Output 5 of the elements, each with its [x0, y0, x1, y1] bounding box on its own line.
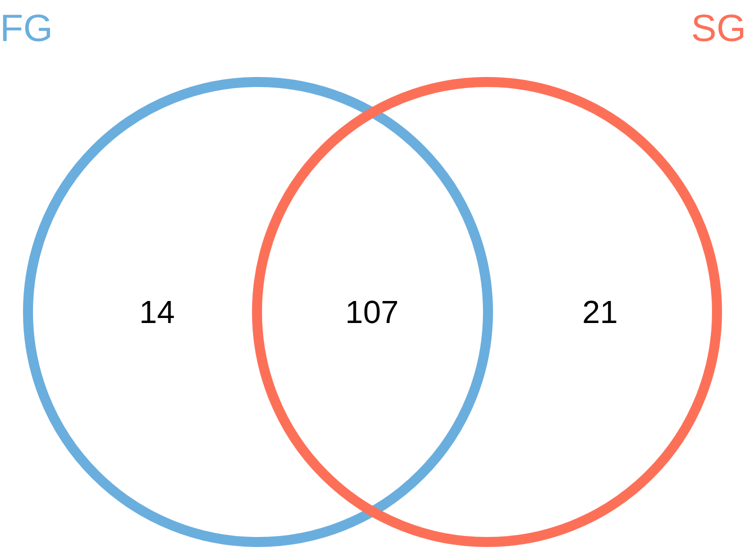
- count-label: 107: [345, 296, 399, 328]
- count-label: 14: [139, 296, 175, 328]
- count-label: 21: [582, 296, 618, 328]
- set-label: FG: [0, 10, 53, 48]
- set-label: SG: [691, 10, 746, 48]
